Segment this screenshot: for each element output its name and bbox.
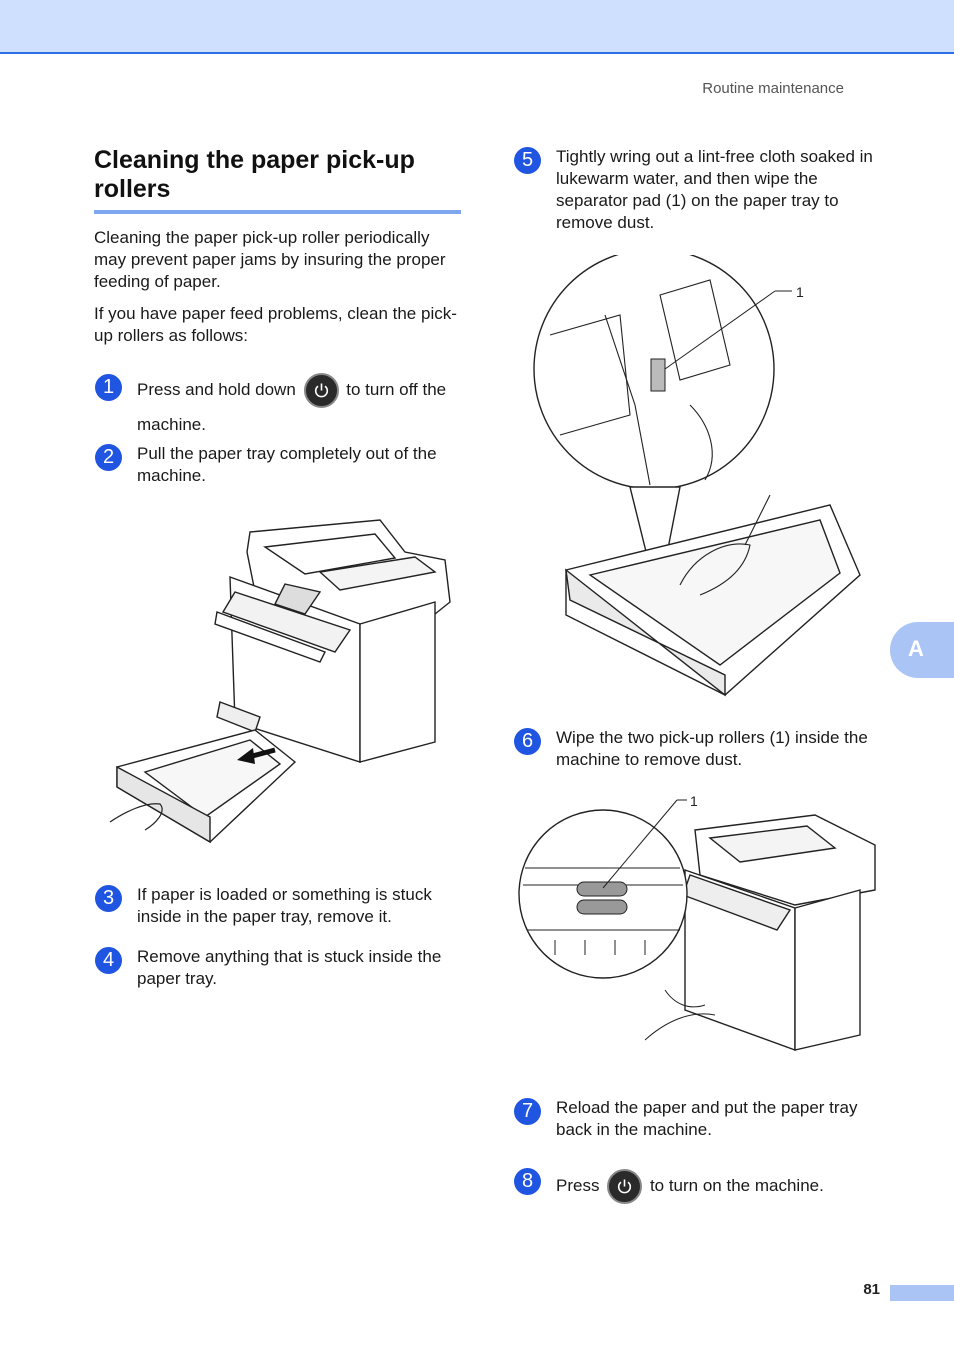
intro-paragraph-1: Cleaning the paper pick-up roller period… [94,228,446,291]
page-number-bar [890,1285,954,1301]
step-number: 2 [95,444,122,471]
power-icon [303,373,339,408]
appendix-tab-label: A [908,636,924,661]
step-text: If paper is loaded or something is stuck… [137,885,432,926]
step-text: Wipe the two pick-up rollers (1) inside … [556,728,868,769]
appendix-tab: A [890,622,954,678]
power-icon [607,1169,643,1204]
step-number: 6 [514,728,541,755]
intro-paragraph-2: If you have paper feed problems, clean t… [94,304,457,345]
step-text: to turn on the machine. [649,1175,824,1195]
callout-label: 1 [796,284,804,300]
header-band [0,0,954,54]
step-number: 1 [95,374,122,401]
step-text: Press [556,1175,600,1195]
step-number: 7 [514,1098,541,1125]
step-text: machine. [137,415,206,434]
step-number: 8 [514,1168,541,1195]
separator-pad-illustration: 1 [533,255,861,697]
step-text: Reload the paper and put the paper tray … [556,1098,858,1139]
step-number: 5 [514,147,541,174]
title-rule [94,210,461,214]
printer-tray-illustration [109,519,451,844]
step-number: 3 [95,885,122,912]
step-text: Press and hold down [137,379,296,399]
callout-label: 1 [690,793,698,809]
step-number: 4 [95,947,122,974]
step-text: Pull the paper tray completely out of th… [137,444,437,485]
step-text: Remove anything that is stuck inside the… [137,947,442,988]
step-text: Tightly wring out a lint-free cloth soak… [556,147,873,232]
page-number: 81 [863,1281,880,1298]
section-title: Cleaning the paper pick-up rollers [94,146,415,203]
running-head: Routine maintenance [702,80,844,97]
pickup-rollers-illustration: 1 [518,793,876,1051]
step-text: to turn off the [346,379,447,399]
